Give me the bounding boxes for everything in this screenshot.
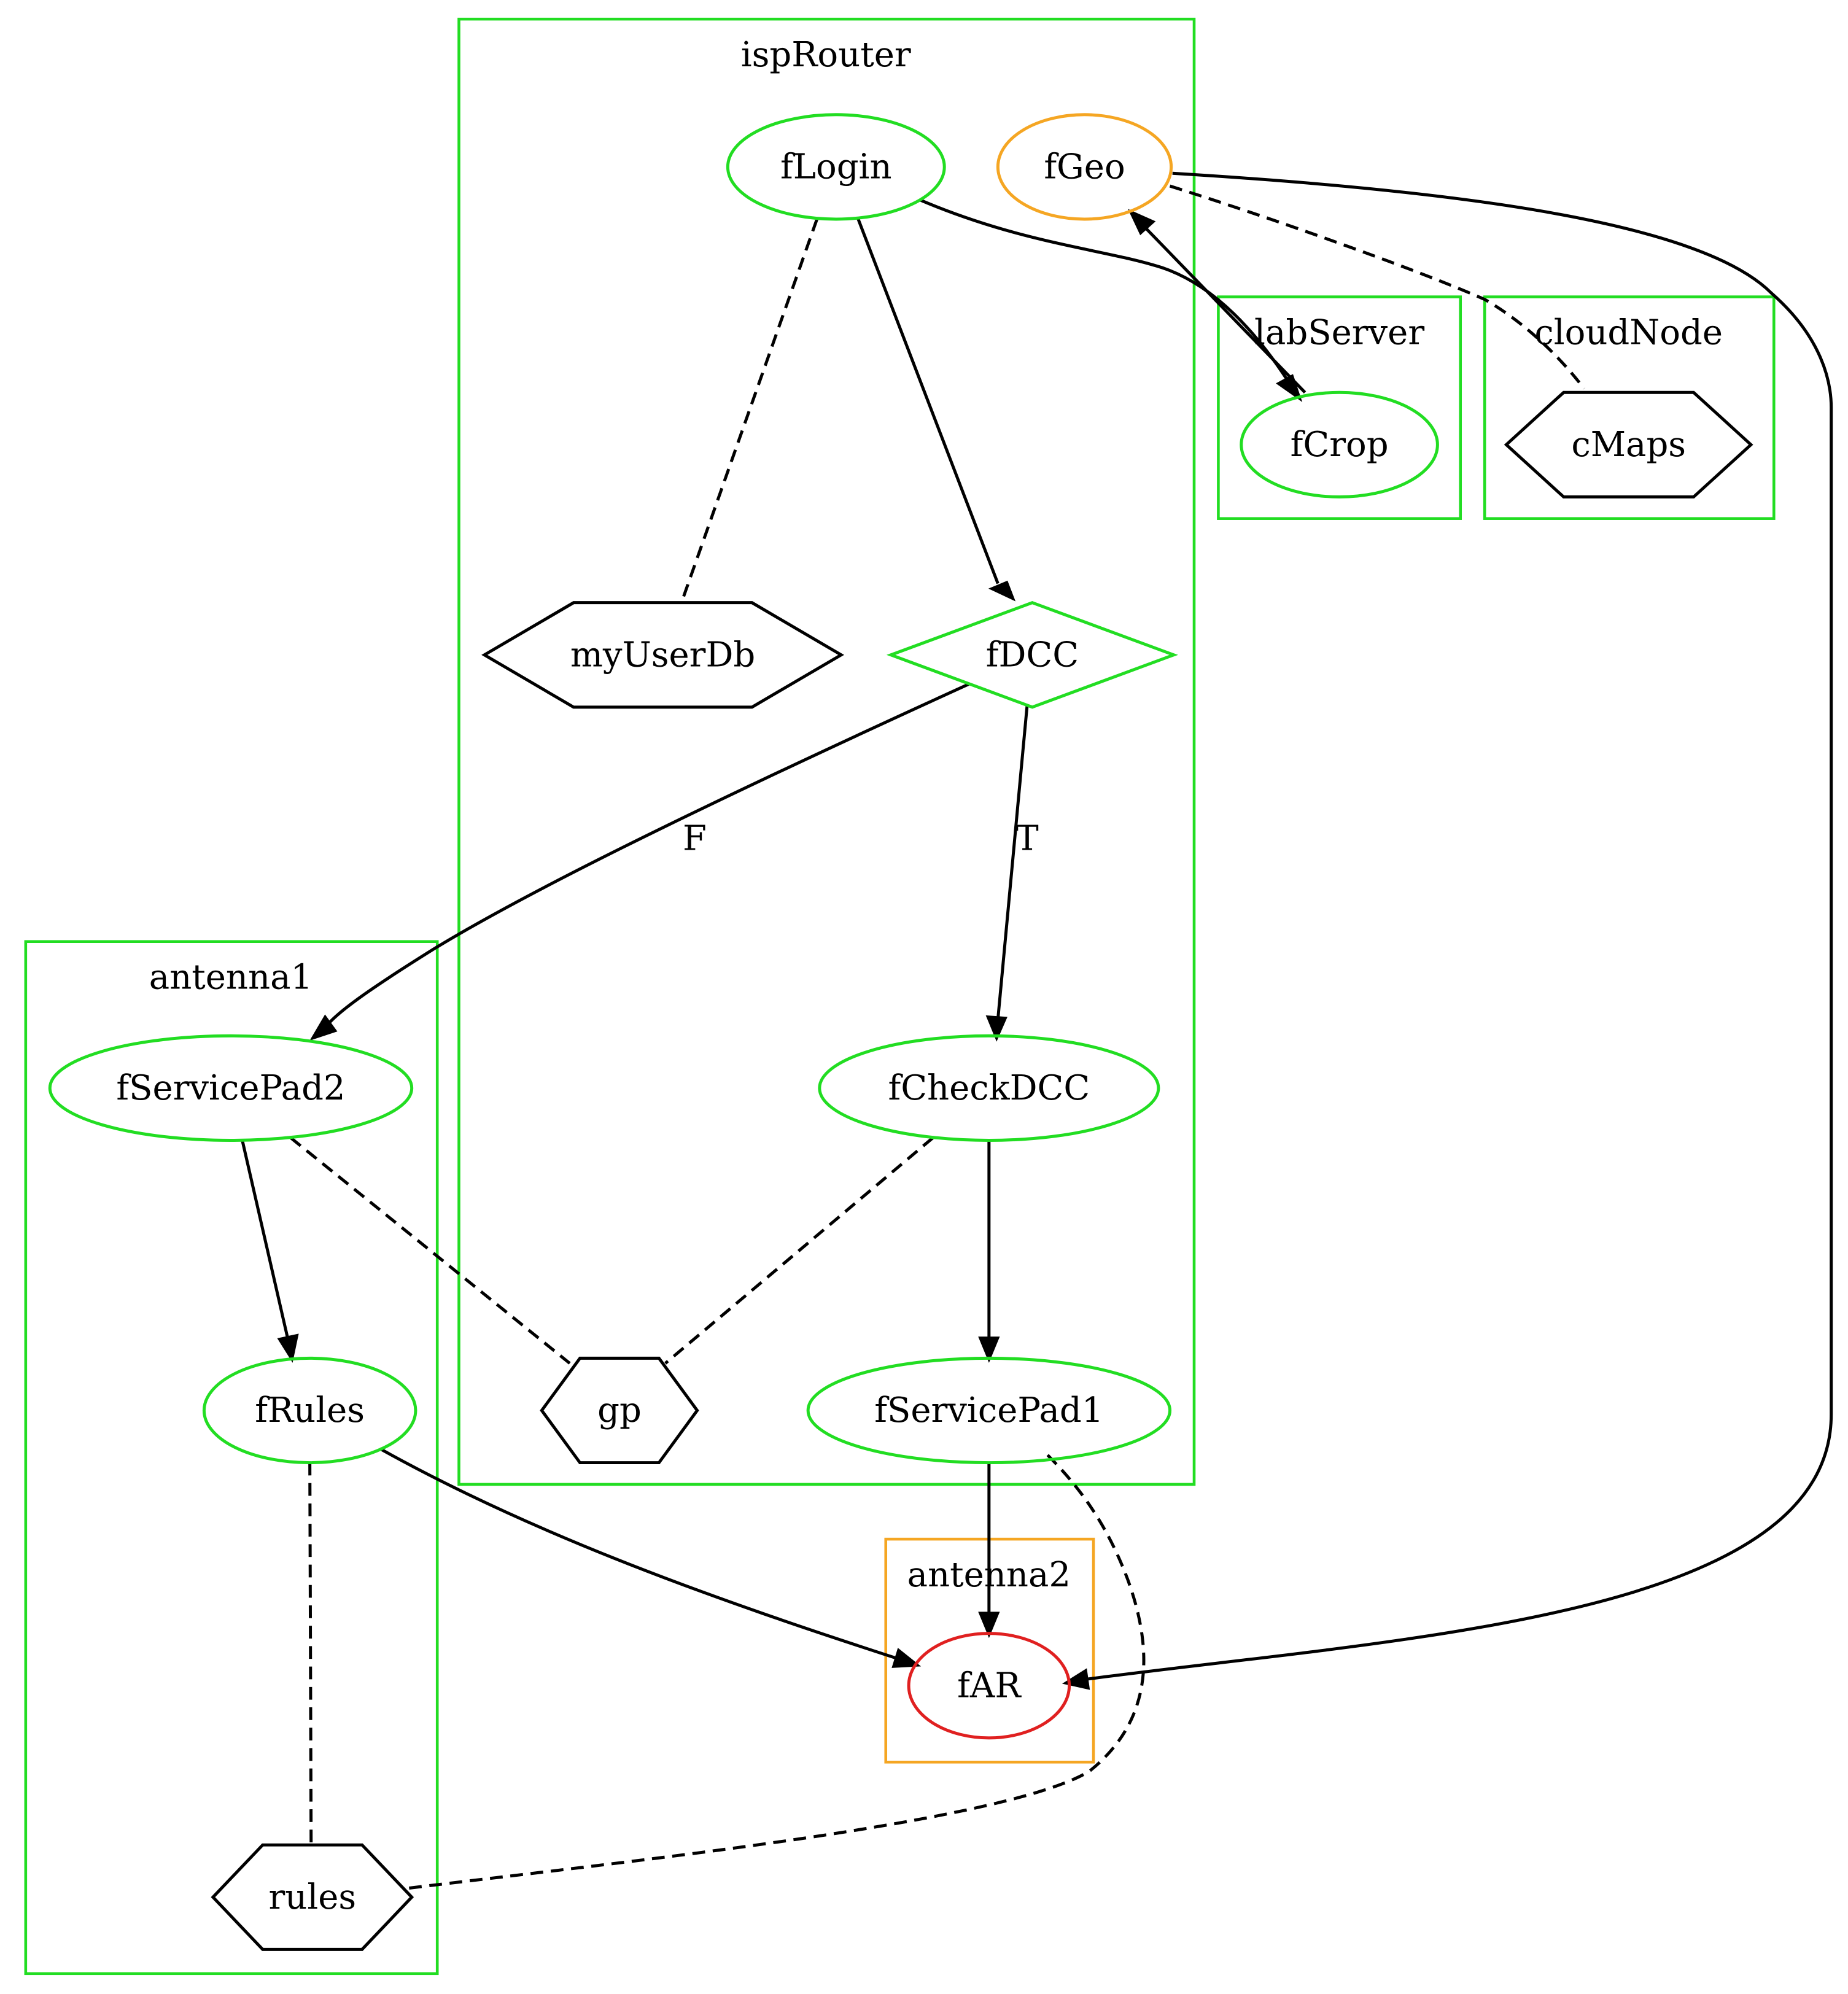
node-fcheckdcc-shape bbox=[818, 1034, 1160, 1142]
arrowhead-far-from-fgeo bbox=[1062, 1668, 1090, 1690]
node-flogin-label: fLogin bbox=[780, 147, 892, 187]
edge-fcheckdcc-gp bbox=[664, 1136, 934, 1365]
node-fservicepad1-label: fServicePad1 bbox=[874, 1391, 1103, 1430]
arrowhead-fgeo bbox=[1127, 209, 1156, 236]
cluster-cloudnode: cloudNode bbox=[1483, 295, 1776, 520]
node-far-label: fAR bbox=[957, 1666, 1022, 1705]
edge-fservicepad1-rules bbox=[408, 1454, 1146, 1890]
cluster-labserver: labServer bbox=[1217, 295, 1462, 520]
arrowhead-fdcc bbox=[988, 580, 1016, 602]
node-myuserdb[interactable]: myUserDb bbox=[481, 601, 845, 709]
node-rules-shape bbox=[211, 1843, 414, 1951]
cluster-antenna1-box bbox=[24, 940, 439, 1976]
nodes: fLogin fGeo fCrop cMaps myUserDb fDCC fS… bbox=[48, 113, 1753, 1951]
arrowhead-frules bbox=[277, 1333, 299, 1363]
node-fservicepad2[interactable]: fServicePad2 bbox=[48, 1034, 414, 1142]
cluster-antenna1: antenna1 bbox=[24, 940, 439, 1976]
node-flogin-shape bbox=[726, 113, 946, 221]
edges: F T bbox=[241, 171, 1833, 1890]
node-fcrop-shape bbox=[1240, 390, 1439, 498]
arrowhead-fcrop bbox=[1276, 374, 1303, 402]
node-fservicepad1-shape bbox=[806, 1356, 1172, 1465]
edge-flogin-fdcc bbox=[856, 217, 1000, 584]
edge-frules-far bbox=[379, 1447, 899, 1661]
node-fservicepad2-shape bbox=[48, 1034, 414, 1142]
cluster-labserver-label: labServer bbox=[1254, 312, 1424, 352]
edge-fcrop-fgeo bbox=[1143, 225, 1306, 394]
edge-flogin-fcrop bbox=[919, 198, 1289, 381]
node-gp[interactable]: gp bbox=[540, 1356, 699, 1465]
node-gp-label: gp bbox=[597, 1391, 642, 1430]
edge-fservicepad2-gp bbox=[289, 1136, 571, 1365]
arrowhead-far-from-fservicepad1 bbox=[978, 1612, 1000, 1639]
arrowhead-fcheckdcc bbox=[985, 1015, 1007, 1042]
cluster-isprouter-box bbox=[457, 17, 1196, 1486]
edge-fgeo-far bbox=[1085, 171, 1833, 1681]
edge-fdcc-fcheckdcc bbox=[996, 704, 1029, 1020]
cluster-labserver-box bbox=[1217, 295, 1462, 520]
edge-fservicepad2-frules bbox=[241, 1139, 290, 1341]
node-frules-label: fRules bbox=[255, 1391, 365, 1430]
node-frules-shape bbox=[202, 1356, 417, 1465]
node-myuserdb-label: myUserDb bbox=[570, 635, 755, 675]
edge-frules-rules bbox=[308, 1462, 313, 1844]
node-flogin[interactable]: fLogin bbox=[726, 113, 946, 221]
node-fcrop-label: fCrop bbox=[1291, 425, 1389, 465]
node-fcheckdcc[interactable]: fCheckDCC bbox=[818, 1034, 1160, 1142]
node-cmaps[interactable]: cMaps bbox=[1504, 390, 1753, 498]
cluster-cloudnode-box bbox=[1483, 295, 1776, 520]
node-fcheckdcc-label: fCheckDCC bbox=[888, 1068, 1090, 1108]
cluster-isprouter: ispRouter bbox=[457, 17, 1196, 1486]
arrowhead-fservicepad2 bbox=[309, 1014, 338, 1041]
node-fdcc[interactable]: fDCC bbox=[886, 601, 1178, 709]
node-frules[interactable]: fRules bbox=[202, 1356, 417, 1465]
node-fgeo-label: fGeo bbox=[1044, 147, 1125, 187]
cluster-antenna1-label: antenna1 bbox=[149, 958, 313, 998]
node-far[interactable]: fAR bbox=[907, 1632, 1071, 1740]
arrowhead-fservicepad1 bbox=[978, 1336, 1000, 1363]
edge-fgeo-cmaps bbox=[1169, 184, 1586, 390]
node-fgeo[interactable]: fGeo bbox=[996, 113, 1173, 221]
cluster-isprouter-label: ispRouter bbox=[741, 35, 911, 75]
node-cmaps-shape bbox=[1504, 390, 1753, 498]
node-fcrop[interactable]: fCrop bbox=[1240, 390, 1439, 498]
cluster-cloudnode-label: cloudNode bbox=[1534, 312, 1723, 352]
edge-label-false: F bbox=[683, 818, 707, 858]
node-fservicepad1[interactable]: fServicePad1 bbox=[806, 1356, 1172, 1465]
node-gp-shape bbox=[540, 1356, 699, 1465]
arrowhead-far-from-frules bbox=[891, 1648, 922, 1668]
edge-fdcc-fservicepad2 bbox=[327, 683, 969, 1025]
node-fservicepad2-label: fServicePad2 bbox=[116, 1068, 345, 1108]
node-fdcc-shape bbox=[886, 601, 1178, 709]
edge-label-true: T bbox=[1015, 818, 1038, 858]
node-myuserdb-shape bbox=[481, 601, 845, 709]
node-far-shape bbox=[907, 1632, 1071, 1740]
node-rules-label: rules bbox=[268, 1877, 356, 1917]
edge-flogin-myuserdb bbox=[680, 219, 819, 602]
node-fgeo-shape bbox=[996, 113, 1173, 221]
node-fdcc-label: fDCC bbox=[986, 635, 1079, 675]
node-rules[interactable]: rules bbox=[211, 1843, 414, 1951]
node-cmaps-label: cMaps bbox=[1571, 425, 1686, 465]
